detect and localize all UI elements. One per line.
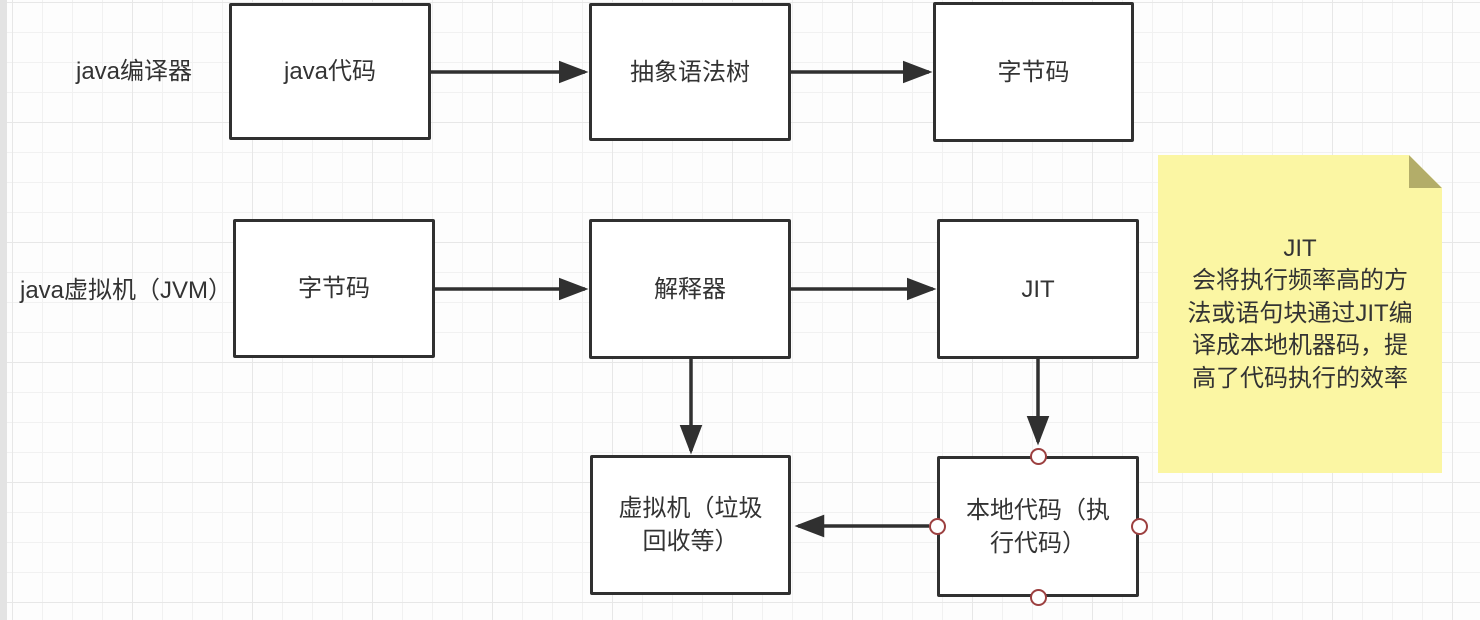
row-label-java-jvm[interactable]: java虚拟机（JVM） [19,277,233,304]
row-label-java-compiler[interactable]: java编译器 [75,58,193,85]
node-label: 抽象语法树 [630,58,750,86]
connection-handle-top[interactable] [1029,447,1047,465]
node-native-code[interactable]: 本地代码（执行代码） [937,456,1139,597]
node-vm-gc[interactable]: 虚拟机（垃圾回收等） [590,455,791,595]
node-label: 解释器 [654,275,726,303]
connection-handle-left[interactable] [928,517,946,535]
node-bytecode-jvm[interactable]: 字节码 [233,219,435,358]
note-text: JIT 会将执行频率高的方 法或语句块通过JIT编 译成本地机器码，提 高了代码… [1170,233,1430,396]
note-line: 高了代码执行的效率 [1192,364,1408,392]
node-label: 虚拟机（垃圾回收等） [618,495,763,555]
sticky-note-jit[interactable]: JIT 会将执行频率高的方 法或语句块通过JIT编 译成本地机器码，提 高了代码… [1158,155,1442,473]
note-title: JIT [1283,234,1317,262]
node-ast[interactable]: 抽象语法树 [589,3,791,141]
canvas-edge-strip [0,0,7,620]
connection-handle-bottom[interactable] [1029,588,1047,606]
node-label: 字节码 [298,275,370,302]
node-label: JIT [1021,275,1055,303]
node-label: 本地代码（执行代码） [966,496,1110,557]
connection-handle-right[interactable] [1130,517,1148,535]
node-bytecode[interactable]: 字节码 [933,2,1134,142]
note-line: 会将执行频率高的方 [1192,267,1408,295]
node-java-code[interactable]: java代码 [229,3,431,140]
note-line: 法或语句块通过JIT编 [1187,299,1413,327]
node-interpreter[interactable]: 解释器 [589,219,791,359]
node-jit[interactable]: JIT [937,219,1139,359]
node-label: java代码 [283,58,377,85]
note-line: 译成本地机器码，提 [1192,332,1408,360]
node-label: 字节码 [997,58,1070,86]
